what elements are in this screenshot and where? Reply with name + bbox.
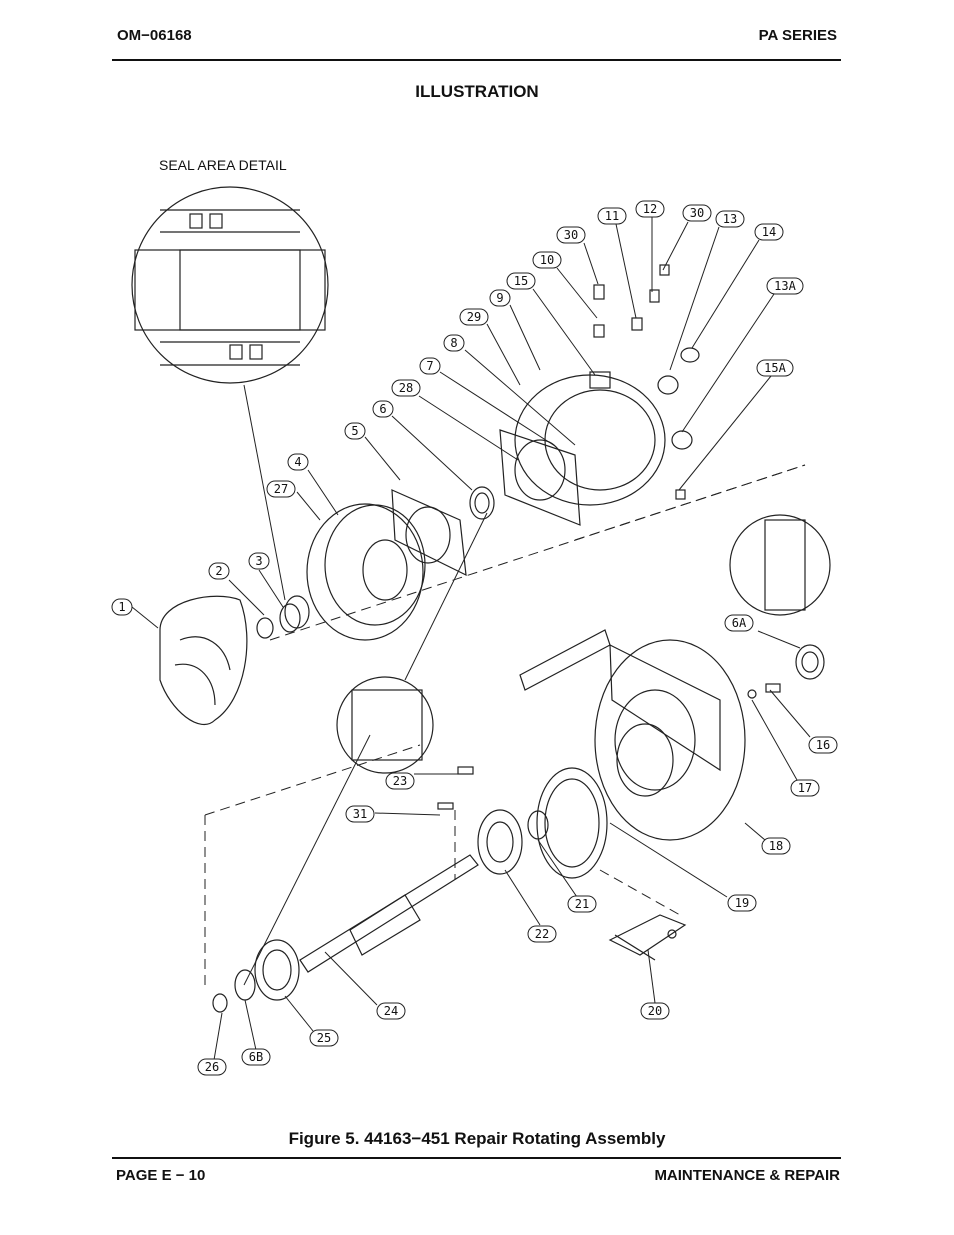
svg-text:29: 29 [467,310,481,324]
svg-text:7: 7 [426,359,433,373]
footer-rule [112,1157,841,1159]
callout-24: 24 [376,1002,406,1020]
callout-13: 13 [715,210,745,228]
bearing-frame-part [519,629,746,841]
series-label: PA SERIES [758,27,837,44]
section-title: ILLUSTRATION [415,82,539,101]
callout-3: 3 [248,552,270,570]
svg-text:30: 30 [564,228,578,242]
document-number: OM−06168 [117,27,192,44]
callout-31: 31 [345,805,375,823]
callout-15: 15 [506,272,536,290]
svg-text:16: 16 [816,738,830,752]
callout-28: 28 [391,379,421,397]
bearing-housing-part [499,371,666,526]
callout-22: 22 [527,925,557,943]
svg-text:2: 2 [215,564,222,578]
seal-area-detail-label: SEAL AREA DETAIL [159,157,287,173]
callout-8: 8 [443,334,465,352]
callout-11: 11 [597,207,627,225]
callout-19: 19 [727,894,757,912]
shaft-part [299,766,479,973]
seal-area-detail-view [131,186,329,384]
svg-text:23: 23 [393,774,407,788]
callout-2: 2 [208,562,230,580]
callout-30: 30 [682,204,712,222]
callout-12: 12 [635,200,665,218]
seal-plate-part [306,503,426,641]
svg-text:31: 31 [353,807,367,821]
impeller-part [159,595,248,726]
svg-text:8: 8 [450,336,457,350]
svg-text:21: 21 [575,897,589,911]
callout-14: 14 [754,223,784,241]
callout-6b: 6B [241,1048,271,1066]
svg-text:28: 28 [399,381,413,395]
page-number: PAGE E − 10 [116,1167,206,1184]
svg-text:15: 15 [514,274,528,288]
figure-caption: Figure 5. 44163−451 Repair Rotating Asse… [288,1129,666,1148]
callout-25: 25 [309,1029,339,1047]
header-rule [112,59,841,61]
callout-5: 5 [344,422,366,440]
svg-text:5: 5 [351,424,358,438]
callout-4: 4 [287,453,309,471]
svg-text:9: 9 [496,291,503,305]
svg-text:13A: 13A [774,279,796,293]
footer-section-label: MAINTENANCE & REPAIR [654,1167,840,1184]
callout-13a: 13A [766,277,804,295]
svg-text:22: 22 [535,927,549,941]
svg-text:13: 13 [723,212,737,226]
svg-text:17: 17 [798,781,812,795]
callout-1: 1 [111,598,133,616]
callout-27: 27 [266,480,296,498]
svg-text:25: 25 [317,1031,331,1045]
callout-18: 18 [761,837,791,855]
callout-26: 26 [197,1058,227,1076]
svg-text:20: 20 [648,1004,662,1018]
svg-text:26: 26 [205,1060,219,1074]
svg-text:15A: 15A [764,361,786,375]
svg-text:4: 4 [294,455,301,469]
svg-text:27: 27 [274,482,288,496]
svg-text:1: 1 [118,600,125,614]
callout-23: 23 [385,772,415,790]
callout-6: 6 [372,400,394,418]
svg-text:12: 12 [643,202,657,216]
svg-text:6A: 6A [732,616,747,630]
callout-7: 7 [419,357,441,375]
callout-21: 21 [567,895,597,913]
svg-text:11: 11 [605,209,619,223]
callout-17: 17 [790,779,820,797]
callout-30: 30 [556,226,586,244]
callout-20: 20 [640,1002,670,1020]
svg-text:6: 6 [379,402,386,416]
svg-text:19: 19 [735,896,749,910]
callout-15a: 15A [756,359,794,377]
svg-text:30: 30 [690,206,704,220]
callout-10: 10 [532,251,562,269]
callout-16: 16 [808,736,838,754]
callout-6a: 6A [724,614,754,632]
svg-text:18: 18 [769,839,783,853]
svg-text:24: 24 [384,1004,398,1018]
callout-29: 29 [459,308,489,326]
svg-text:3: 3 [255,554,262,568]
callout-9: 9 [489,289,511,307]
svg-text:6B: 6B [249,1050,263,1064]
exploded-assembly-drawing: 123427562878299151030111230131413A15A6A1… [111,186,838,1076]
svg-text:14: 14 [762,225,776,239]
svg-text:10: 10 [540,253,554,267]
